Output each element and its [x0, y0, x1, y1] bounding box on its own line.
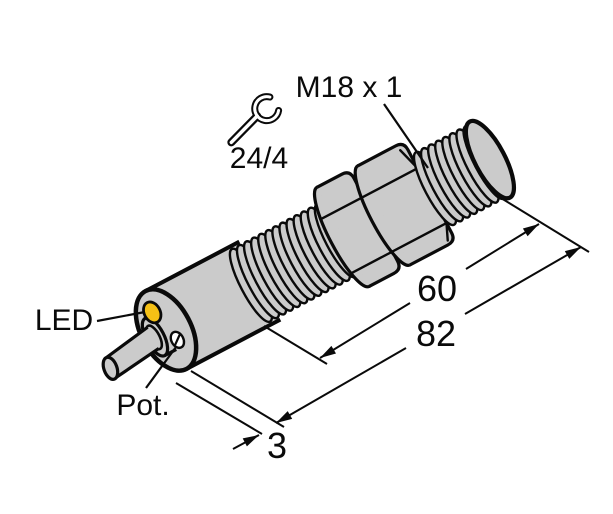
extension-line-front — [500, 197, 590, 253]
arrowhead — [564, 247, 581, 259]
arrowhead — [276, 411, 293, 423]
pot-screw — [169, 330, 186, 350]
arrowhead — [242, 435, 259, 447]
led-indicator — [142, 300, 163, 325]
sensor-body-group — [101, 118, 517, 381]
dimension-value-60: 60 — [417, 268, 457, 309]
cable — [101, 325, 160, 381]
extension-line-rear-face — [190, 370, 285, 428]
arrowhead — [320, 345, 336, 358]
dimension-line-82 — [275, 246, 582, 424]
thread-size-label: M18 x 1 — [296, 71, 403, 104]
cable-end — [101, 355, 120, 381]
pot-label: Pot. — [116, 389, 169, 422]
dimension-line-3 — [232, 434, 260, 450]
arrowhead — [522, 224, 539, 237]
leader-thread-size — [383, 103, 429, 169]
dimension-value-82: 82 — [416, 313, 456, 354]
extension-line-thread-start — [263, 325, 328, 365]
thread-section-rear — [228, 202, 359, 324]
extension-line-rear-offset — [175, 382, 263, 435]
led-label: LED — [35, 304, 93, 337]
dimension-line-60 — [319, 223, 540, 359]
lock-nut-2 — [353, 142, 455, 267]
dimension-value-3: 3 — [267, 425, 287, 466]
sensing-face — [463, 118, 517, 201]
wrench-icon — [227, 93, 283, 147]
wrench-size-label: 24/4 — [230, 142, 288, 175]
leader-pot — [145, 346, 177, 389]
leader-led — [96, 310, 146, 323]
